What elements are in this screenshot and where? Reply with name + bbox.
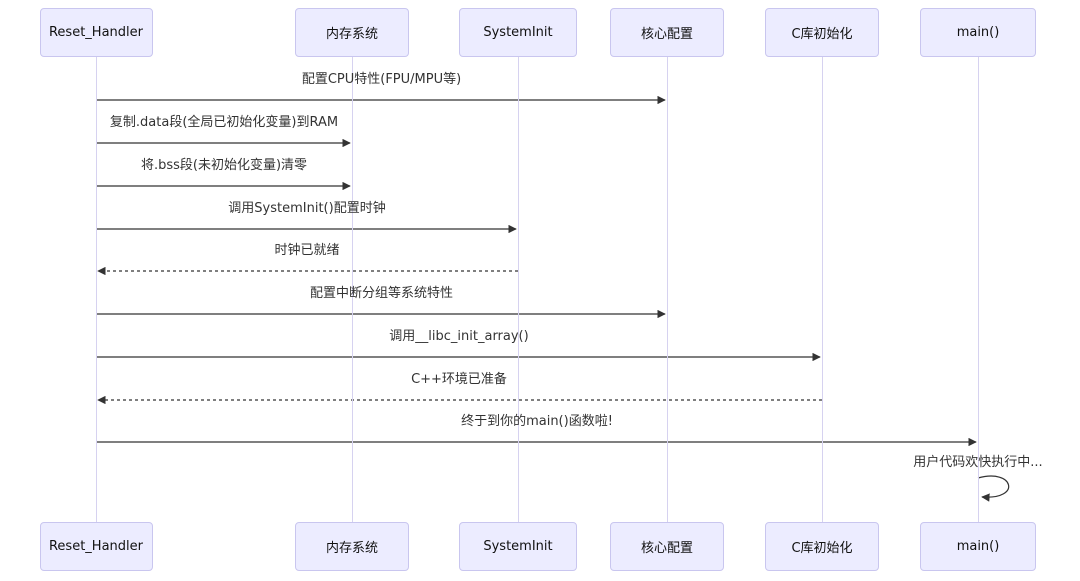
message-label: 调用SystemInit()配置时钟 bbox=[228, 201, 386, 216]
actor-label: C库初始化 bbox=[791, 27, 853, 42]
message-label: 时钟已就绪 bbox=[274, 243, 340, 258]
actor-label: 核心配置 bbox=[640, 541, 693, 556]
actor-label: SystemInit bbox=[483, 539, 553, 554]
actor-label: 内存系统 bbox=[325, 541, 378, 556]
actor-core_config-bottom-box: 核心配置 bbox=[610, 522, 724, 571]
lifeline-reset_handler bbox=[95, 57, 97, 522]
lifeline-main bbox=[977, 57, 979, 522]
message-label: C++环境已准备 bbox=[411, 372, 507, 387]
actor-reset_handler-bottom-box: Reset_Handler bbox=[39, 522, 153, 571]
actor-label: main() bbox=[956, 539, 1000, 554]
actor-label: Reset_Handler bbox=[48, 25, 143, 40]
actor-label: C库初始化 bbox=[791, 541, 853, 556]
actor-label: main() bbox=[956, 25, 1000, 40]
actor-label: 核心配置 bbox=[640, 27, 693, 42]
message-label: 终于到你的main()函数啦! bbox=[461, 414, 613, 429]
actor-label: Reset_Handler bbox=[48, 539, 143, 554]
message-label: 用户代码欢快执行中... bbox=[913, 455, 1043, 470]
actor-label: SystemInit bbox=[483, 25, 553, 40]
lifeline-clib_init bbox=[821, 57, 823, 522]
lifeline-memory_system bbox=[351, 57, 353, 522]
actor-clib_init-bottom-box: C库初始化 bbox=[765, 522, 879, 571]
actor-system_init-top-box: SystemInit bbox=[459, 8, 577, 57]
actor-label: 内存系统 bbox=[325, 27, 378, 42]
actor-memory_system-bottom-box: 内存系统 bbox=[295, 522, 409, 571]
actor-main-top-box: main() bbox=[920, 8, 1036, 57]
actor-system_init-bottom-box: SystemInit bbox=[459, 522, 577, 571]
self-loop-arrow bbox=[977, 475, 1010, 502]
actor-memory_system-top-box: 内存系统 bbox=[295, 8, 409, 57]
lifeline-system_init bbox=[517, 57, 519, 522]
message-label: 配置CPU特性(FPU/MPU等) bbox=[301, 72, 462, 87]
message-label: 复制.data段(全局已初始化变量)到RAM bbox=[109, 115, 339, 130]
actor-reset_handler-top-box: Reset_Handler bbox=[39, 8, 153, 57]
message-label: 配置中断分组等系统特性 bbox=[309, 286, 454, 301]
message-label: 将.bss段(未初始化变量)清零 bbox=[140, 158, 308, 173]
actor-main-bottom-box: main() bbox=[920, 522, 1036, 571]
lifeline-core_config bbox=[666, 57, 668, 522]
message-label: 调用__libc_init_array() bbox=[389, 329, 529, 344]
actor-core_config-top-box: 核心配置 bbox=[610, 8, 724, 57]
actor-clib_init-top-box: C库初始化 bbox=[765, 8, 879, 57]
